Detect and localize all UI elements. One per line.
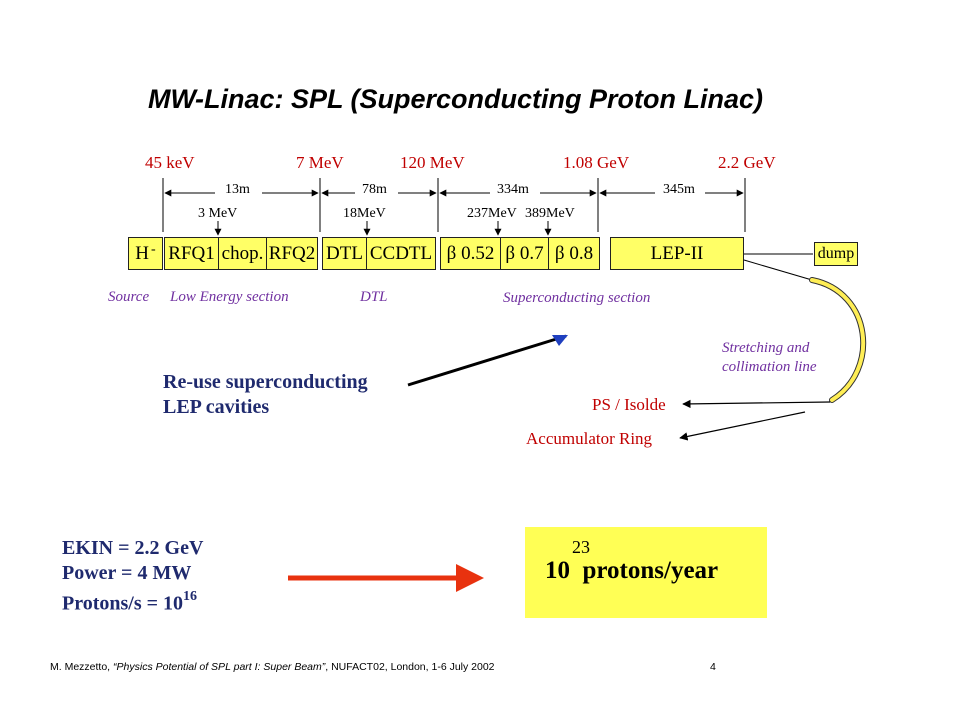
reuse-arrow-line [407,334,567,387]
footer-citation: M. Mezzetto, “Physics Potential of SPL p… [50,661,495,673]
distance-345m: 345m [663,182,695,197]
lep-segment: LEP-II [650,242,704,264]
energy-label-7mev: 7 MeV [296,153,344,172]
dump-label: dump [817,245,855,262]
lep-box: LEP-II [610,237,744,270]
intermediate-18mev: 18MeV [343,206,386,221]
intermediate-arrows [214,221,552,236]
transfer-line [743,259,813,281]
chopper-segment: chop. [219,238,267,269]
ccdtl-segment: CCDTL [369,242,433,264]
beam-parameters: EKIN = 2.2 GeV Power = 4 MW Protons/s = … [62,536,203,617]
energy-label-1-08gev: 1.08 GeV [563,153,630,172]
result-box: 23 10 protons/year [525,527,767,618]
section-label-superconducting: Superconducting section [503,290,651,306]
superconducting-box: β 0.52 β 0.7 β 0.8 [440,237,600,270]
result-exponent: 23 [572,537,590,557]
energy-label-45kev: 45 keV [145,153,195,172]
power-parameter: Power = 4 MW [62,562,192,584]
stretching-curve [810,278,866,402]
distance-334m: 334m [497,182,529,197]
reuse-lep-note: Re-use superconducting LEP cavities [163,371,368,418]
ps-isolde-label: PS / Isolde [592,395,666,414]
energy-label-120mev: 120 MeV [400,153,465,172]
dtl-box: DTL CCDTL [322,237,436,270]
beta-08-segment: β 0.8 [554,242,594,264]
stretching-collimation-label: Stretching and collimation line [722,340,817,375]
energy-label-2-2gev: 2.2 GeV [718,153,776,172]
beta-07-segment: β 0.7 [501,238,549,269]
ps-isolde-arrow [682,399,831,409]
stretching-curve-outline [809,277,867,403]
intermediate-389mev: 389MeV [525,206,575,221]
reuse-arrow-head [552,335,568,346]
distance-13m: 13m [225,182,250,197]
intermediate-237mev: 237MeV [467,206,517,221]
section-label-low-energy: Low Energy section [170,289,289,305]
low-energy-box: RFQ1 chop. RFQ2 [164,237,318,270]
result-protons-per-year: 10 protons/year [545,557,719,584]
page-number: 4 [710,661,716,673]
source-box: H- [128,237,163,270]
distance-78m: 78m [362,182,387,197]
ekin-parameter: EKIN = 2.2 GeV [62,537,204,559]
dump-box: dump [814,242,858,266]
protons-per-second-parameter: Protons/s = 1016 [62,589,198,615]
source-h-label: H [135,242,150,264]
tick-lines [162,178,746,232]
dtl-segment: DTL [323,238,367,269]
source-h-superscript: - [151,241,156,257]
rfq2-segment: RFQ2 [268,242,316,264]
section-label-dtl: DTL [360,289,388,305]
result-arrow-head [456,564,484,592]
beta-052-segment: β 0.52 [441,238,501,269]
accumulator-ring-label: Accumulator Ring [526,429,653,448]
accumulator-arrow [679,411,806,441]
page-title: MW-Linac: SPL (Superconducting Proton Li… [148,84,763,114]
intermediate-3mev: 3 MeV [198,206,238,221]
rfq1-segment: RFQ1 [165,238,219,269]
section-label-source: Source [108,289,150,305]
